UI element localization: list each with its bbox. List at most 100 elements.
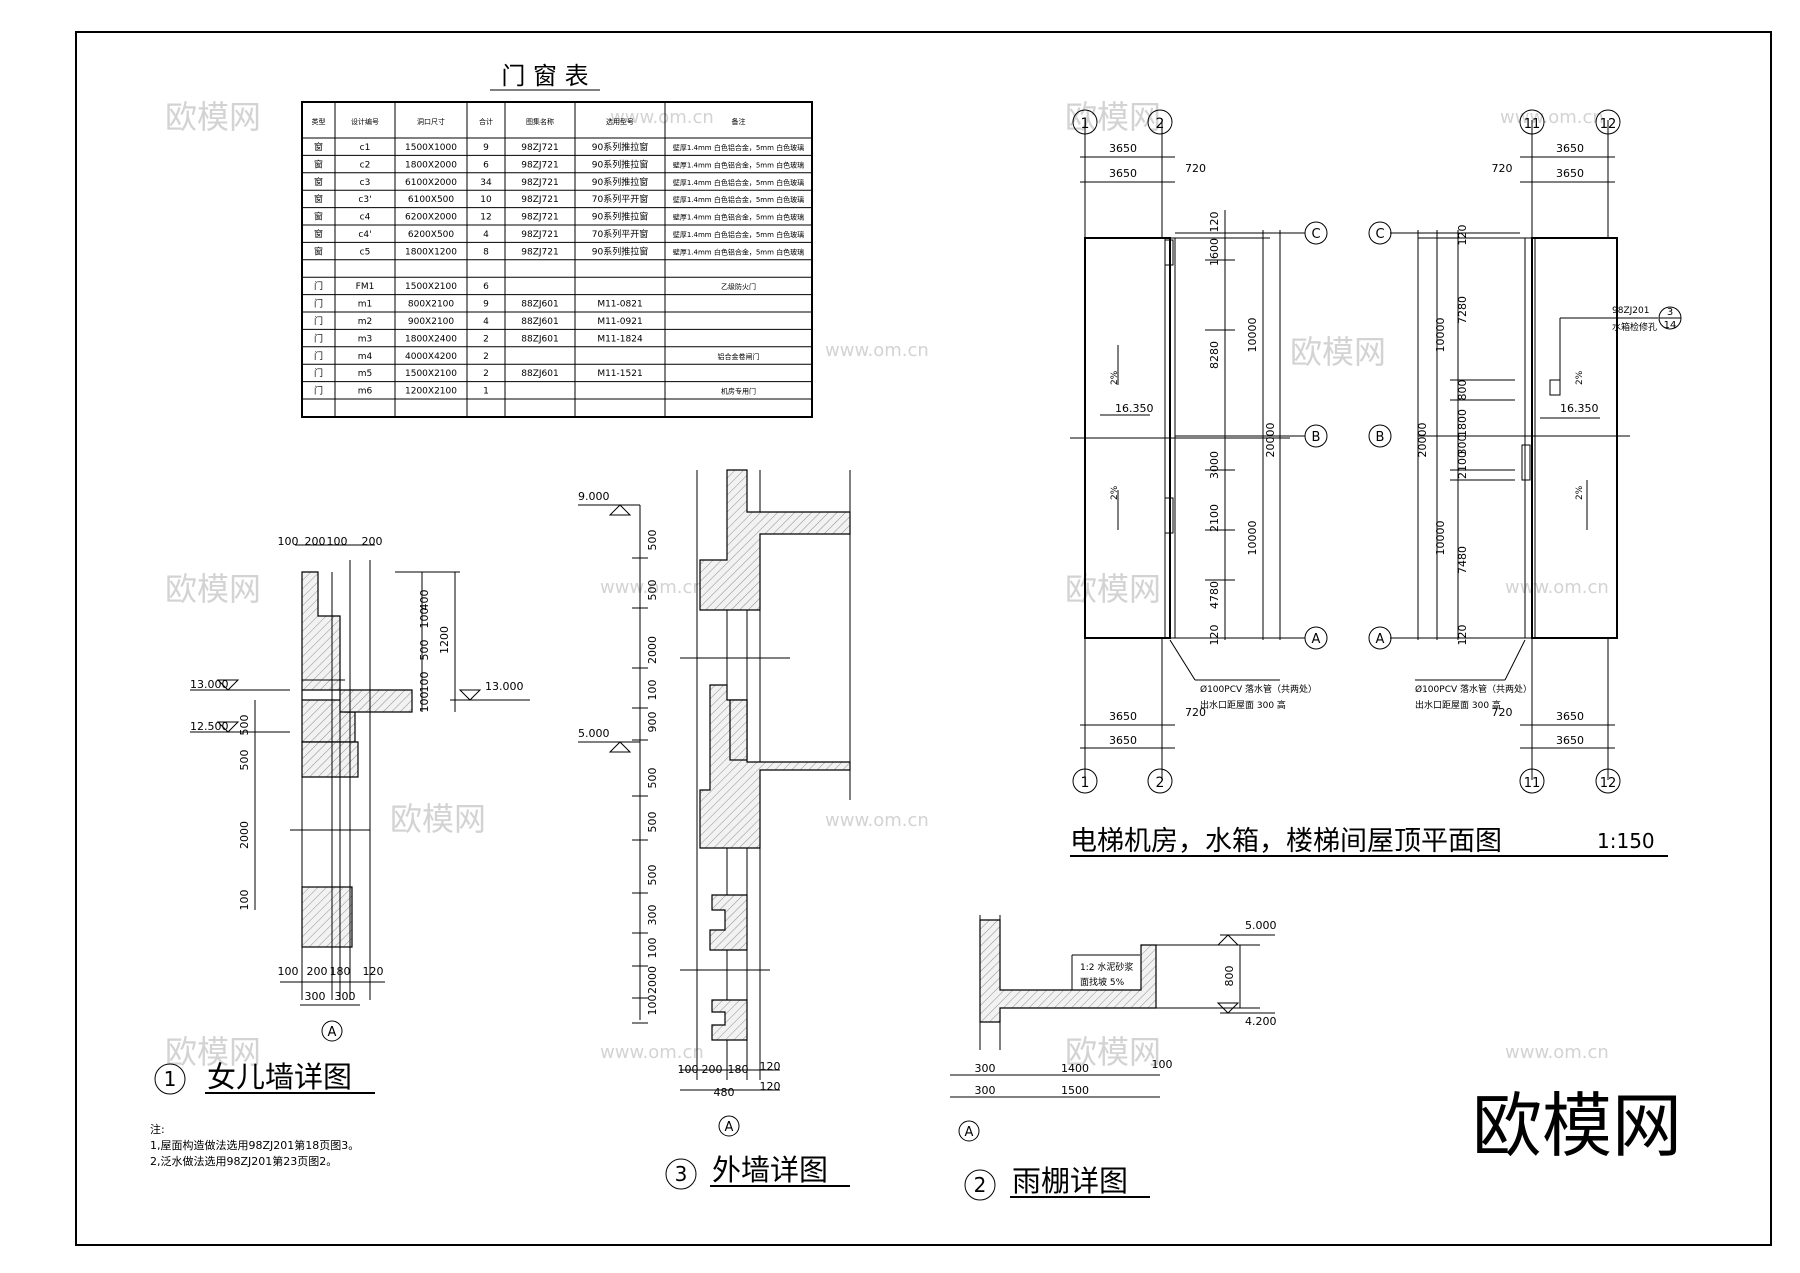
table-cell: 1800X1200	[405, 247, 457, 257]
svg-text:1: 1	[1081, 775, 1090, 791]
table-cell: 窗	[314, 211, 323, 223]
svg-text:720: 720	[1492, 706, 1513, 719]
svg-text:B: B	[1376, 430, 1385, 445]
table-cell: 1500X2100	[405, 282, 457, 292]
table-cell: 门	[314, 350, 323, 362]
table-cell: 98ZJ721	[521, 195, 558, 205]
table-cell: 90系列推拉窗	[592, 211, 648, 223]
table-cell: 壁厚1.4mm 白色铝合金，5mm 白色玻璃	[673, 143, 804, 152]
table-cell: 门	[314, 280, 323, 292]
table-cell: 90系列推拉窗	[592, 176, 648, 188]
svg-text:3: 3	[675, 1162, 688, 1186]
svg-text:11: 11	[1524, 776, 1541, 791]
table-header-cell: 备注	[732, 117, 746, 126]
svg-text:120: 120	[1208, 212, 1221, 233]
table-cell: 6100X500	[408, 195, 455, 205]
svg-text:12: 12	[1600, 776, 1617, 791]
table-header-cell: 图集名称	[526, 117, 554, 126]
svg-text:www.om.cn: www.om.cn	[1505, 1042, 1609, 1063]
svg-text:7480: 7480	[1456, 546, 1469, 574]
svg-text:100: 100	[418, 692, 431, 713]
dimension-label: 300	[646, 905, 659, 926]
general-notes: 注: 1,屋面构造做法选用98ZJ201第18页图3。 2,泛水做法选用98ZJ…	[150, 1122, 359, 1168]
svg-text:11: 11	[1524, 117, 1541, 132]
table-cell: 2	[483, 352, 489, 362]
svg-text:1: 1	[164, 1067, 177, 1091]
table-cell: 壁厚1.4mm 白色铝合金，5mm 白色玻璃	[673, 213, 804, 222]
table-cell: 98ZJ721	[521, 230, 558, 240]
svg-text:2%: 2%	[1575, 370, 1585, 385]
table-cell: c3	[360, 178, 371, 188]
svg-text:12.500: 12.500	[190, 720, 229, 733]
svg-text:出水口距屋面 300 高: 出水口距屋面 300 高	[1200, 699, 1286, 711]
dimension-label: 2000	[646, 966, 659, 994]
dimension-label: 500	[646, 812, 659, 833]
table-cell: 门	[314, 298, 323, 310]
table-cell: 98ZJ721	[521, 160, 558, 170]
svg-text:2%: 2%	[1110, 370, 1120, 385]
svg-text:3: 3	[1667, 307, 1673, 318]
table-cell: 机房专用门	[721, 387, 756, 396]
table-cell: 98ZJ721	[521, 178, 558, 188]
table-cell: 1500X2100	[405, 369, 457, 379]
table-cell: 4	[483, 317, 489, 327]
svg-text:800: 800	[1456, 380, 1469, 401]
table-cell: 34	[480, 178, 492, 188]
table-cell: 壁厚1.4mm 白色铝合金，5mm 白色玻璃	[673, 247, 804, 256]
svg-text:出水口距屋面 300 高: 出水口距屋面 300 高	[1415, 699, 1501, 711]
svg-text:欧模网: 欧模网	[165, 1033, 261, 1071]
svg-text:12: 12	[1600, 117, 1617, 132]
table-cell: M11-1521	[597, 369, 642, 379]
table-header-cell: 洞口尺寸	[417, 117, 445, 126]
table-cell: 90系列推拉窗	[592, 158, 648, 170]
svg-text:10000: 10000	[1434, 318, 1447, 353]
dimension-label: 2000	[646, 636, 659, 664]
table-cell: 1800X2000	[405, 160, 457, 170]
table-cell: 800X2100	[408, 300, 455, 310]
table-cell: 窗	[314, 176, 323, 188]
table-cell: 窗	[314, 245, 323, 257]
svg-text:3650: 3650	[1556, 142, 1584, 155]
svg-text:120: 120	[1208, 625, 1221, 646]
svg-text:2: 2	[1156, 775, 1165, 791]
dimension-label: 500	[646, 530, 659, 551]
table-cell: 98ZJ721	[521, 143, 558, 153]
watermarks: 欧模网 欧模网 www.om.cn www.om.cn 欧模网 www.om.c…	[165, 98, 1609, 1071]
table-header-cell: 合计	[479, 117, 493, 126]
table-cell: 70系列平开窗	[592, 228, 648, 240]
table-cell: 6	[483, 160, 489, 170]
svg-text:300: 300	[1456, 435, 1469, 456]
svg-text:C: C	[1311, 227, 1320, 242]
svg-text:2: 2	[974, 1173, 987, 1197]
svg-text:120: 120	[760, 1080, 781, 1093]
table-cell: m6	[358, 387, 373, 397]
table-cell: 壁厚1.4mm 白色铝合金，5mm 白色玻璃	[673, 160, 804, 169]
svg-text:2100: 2100	[1208, 504, 1221, 532]
svg-text:欧模网: 欧模网	[1290, 333, 1386, 371]
svg-text:欧模网: 欧模网	[165, 570, 261, 608]
svg-text:2100: 2100	[1456, 451, 1469, 479]
svg-text:3000: 3000	[1208, 451, 1221, 479]
table-cell: 门	[314, 332, 323, 344]
roof-plan-title: 电梯机房，水箱，楼梯间屋顶平面图	[1070, 826, 1502, 857]
table-cell: 9	[483, 300, 489, 310]
svg-text:2000: 2000	[238, 821, 251, 849]
table-cell: 90系列推拉窗	[592, 141, 648, 153]
svg-text:5.000: 5.000	[1245, 919, 1277, 932]
svg-text:120: 120	[1456, 225, 1469, 246]
svg-text:800: 800	[1223, 966, 1236, 987]
sheet-border	[75, 31, 1772, 1246]
dimension-label: 100	[646, 995, 659, 1016]
dimension-label: 100	[646, 680, 659, 701]
svg-text:9.000: 9.000	[578, 490, 610, 503]
table-cell: 6200X2000	[405, 213, 457, 223]
svg-text:7280: 7280	[1456, 296, 1469, 324]
table-cell: c2	[360, 160, 371, 170]
svg-text:www.om.cn: www.om.cn	[600, 1042, 704, 1063]
table-cell: 门	[314, 385, 323, 397]
svg-text:A: A	[965, 1125, 974, 1140]
svg-text:720: 720	[1185, 706, 1206, 719]
svg-text:10000: 10000	[1434, 521, 1447, 556]
